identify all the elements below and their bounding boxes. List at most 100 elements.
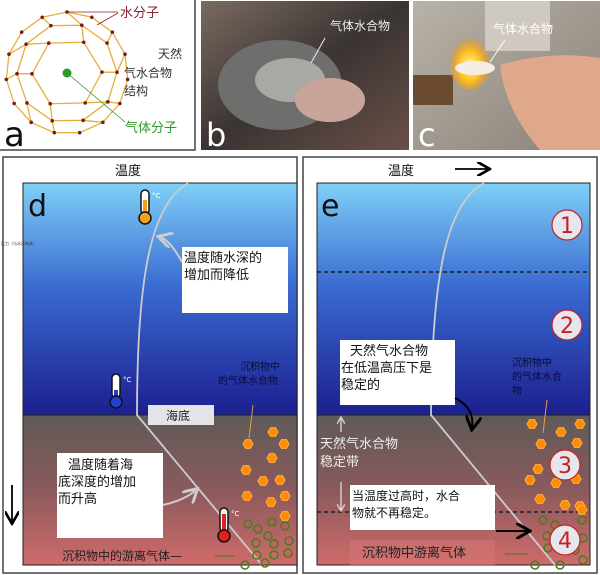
hydrate-particle (555, 427, 567, 437)
hydrate-particle (266, 453, 278, 463)
water-molecule-dot (125, 77, 130, 82)
water-molecule-dot (123, 52, 127, 56)
callout-bottom-line3: 而升高 (58, 491, 97, 507)
water-molecule-dot (110, 30, 115, 34)
temperature-axis-label: 温度 (388, 163, 414, 179)
zone-circle (551, 209, 583, 241)
water-molecule-dot (49, 23, 53, 28)
gas-bubble (243, 519, 253, 529)
panel-a-letter: a (4, 115, 25, 155)
hydrate-particle (279, 511, 291, 521)
thermometer-icon: °C (109, 373, 132, 409)
callout-bottom-line2: 底深度的增加 (58, 474, 136, 490)
callout-bottom-line1: 温度随着海 (68, 457, 133, 473)
gas-bubble (284, 536, 294, 546)
hydrate-particle (278, 439, 290, 449)
gas-bubble (280, 521, 290, 531)
degree-unit-label: °C (231, 510, 240, 518)
callout-arrow (160, 237, 183, 263)
gas-molecule-pointer (66, 72, 126, 123)
cage-bond (8, 43, 27, 55)
hydrate-particle (274, 475, 286, 485)
water-molecule-dot (106, 100, 110, 104)
sediment-hydrate-label2: 的气体水合物 (218, 374, 278, 387)
callout-stable (340, 340, 455, 405)
hydrate-particle (576, 505, 588, 515)
water-molecule-dot (29, 120, 33, 125)
hydrate-pointer (542, 399, 548, 434)
water-molecule-dot (15, 71, 19, 76)
hand (500, 55, 600, 150)
water-molecule-dot (90, 15, 94, 20)
thermometer-bulb (138, 211, 152, 225)
label-pointer (489, 39, 506, 63)
label-pointer (310, 37, 326, 64)
water-molecule-dot (30, 72, 34, 76)
water-molecule-dot (25, 101, 29, 105)
gas-bubble (263, 531, 273, 541)
cage-bond (49, 103, 53, 121)
panel-d: 温度 压力（与水深有关） d °C°C°C 温度随水深的 增加而降低 海底 沉积… (1, 156, 298, 574)
zone-circle (551, 309, 583, 341)
gas-bubble (530, 560, 540, 570)
gas-bubble (283, 548, 293, 558)
gas-bubble (240, 560, 250, 570)
temperature-axis-label: 温度 (115, 163, 141, 179)
gas-bubble (555, 560, 565, 570)
callout-stable-line2: 在低温高压下是 (341, 360, 432, 376)
hydrate-pointer (248, 404, 254, 439)
degree-unit-label: °C (123, 376, 132, 384)
gas-bubble (578, 555, 588, 565)
thermometer-icon: °C (138, 189, 161, 225)
thermometer-bulb (109, 395, 123, 409)
hydrate-particle (571, 438, 583, 448)
water-molecule-dot (52, 130, 57, 135)
callout-unstable-line2: 物就不再稳定。 (352, 505, 436, 520)
thermometer-fill (114, 390, 118, 398)
water-molecule-pointer (96, 12, 119, 26)
water-molecule-dot (40, 15, 44, 20)
cage-bond (51, 120, 55, 133)
water-molecule-dot (81, 40, 86, 45)
gas-bubble (252, 550, 262, 560)
zone-number-badge: 3 (549, 449, 581, 481)
hydrate-particle (240, 465, 252, 475)
gas-bubble (260, 558, 270, 568)
thermometer-bulb (217, 529, 231, 543)
free-gas-label: 沉积物中游离气体 (362, 545, 466, 561)
callout-arrow (162, 490, 196, 506)
panel-c-label: 气体水合物 (493, 21, 553, 36)
water-molecule-dot (50, 118, 55, 123)
cage-bond (66, 11, 83, 26)
thermometer-fill (143, 200, 147, 214)
cage-bond (85, 101, 108, 104)
panel-a-frame (0, 0, 196, 151)
water-molecule-dot (77, 130, 82, 135)
sediment-hydrate-label2: 的气体水合 (512, 370, 562, 383)
stability-zone-label1: 天然气水合物 (320, 436, 398, 452)
callout-temperature-decrease (182, 247, 288, 313)
hydrate-particle (559, 500, 571, 510)
hydrate-particle (574, 419, 586, 429)
water-molecule-dot (101, 120, 105, 125)
water-molecule-dot (48, 101, 53, 106)
callout-top-line1: 温度随水深的 (184, 250, 262, 266)
cage-bond (81, 25, 85, 43)
flame (448, 30, 492, 90)
cage-bond (106, 31, 113, 44)
zone-circle (549, 524, 581, 556)
hydrate-particle (532, 464, 544, 474)
zone-number: 2 (560, 314, 574, 339)
callout-top-line2: 增加而降低 (184, 268, 249, 283)
water-molecule-dot (118, 101, 122, 106)
seafloor-label-box (148, 405, 214, 425)
panel-c-letter: c (418, 116, 436, 154)
water-molecule-dot (24, 42, 28, 46)
callout-arrow (454, 397, 472, 428)
panel-b-label: 气体水合物 (330, 18, 390, 33)
structure-label-2: 气水合物 (124, 65, 172, 80)
cage-ring (5, 11, 129, 134)
free-gas-label: 沉积物中的游离气体— (62, 548, 182, 563)
burning-hydrate (455, 61, 495, 75)
